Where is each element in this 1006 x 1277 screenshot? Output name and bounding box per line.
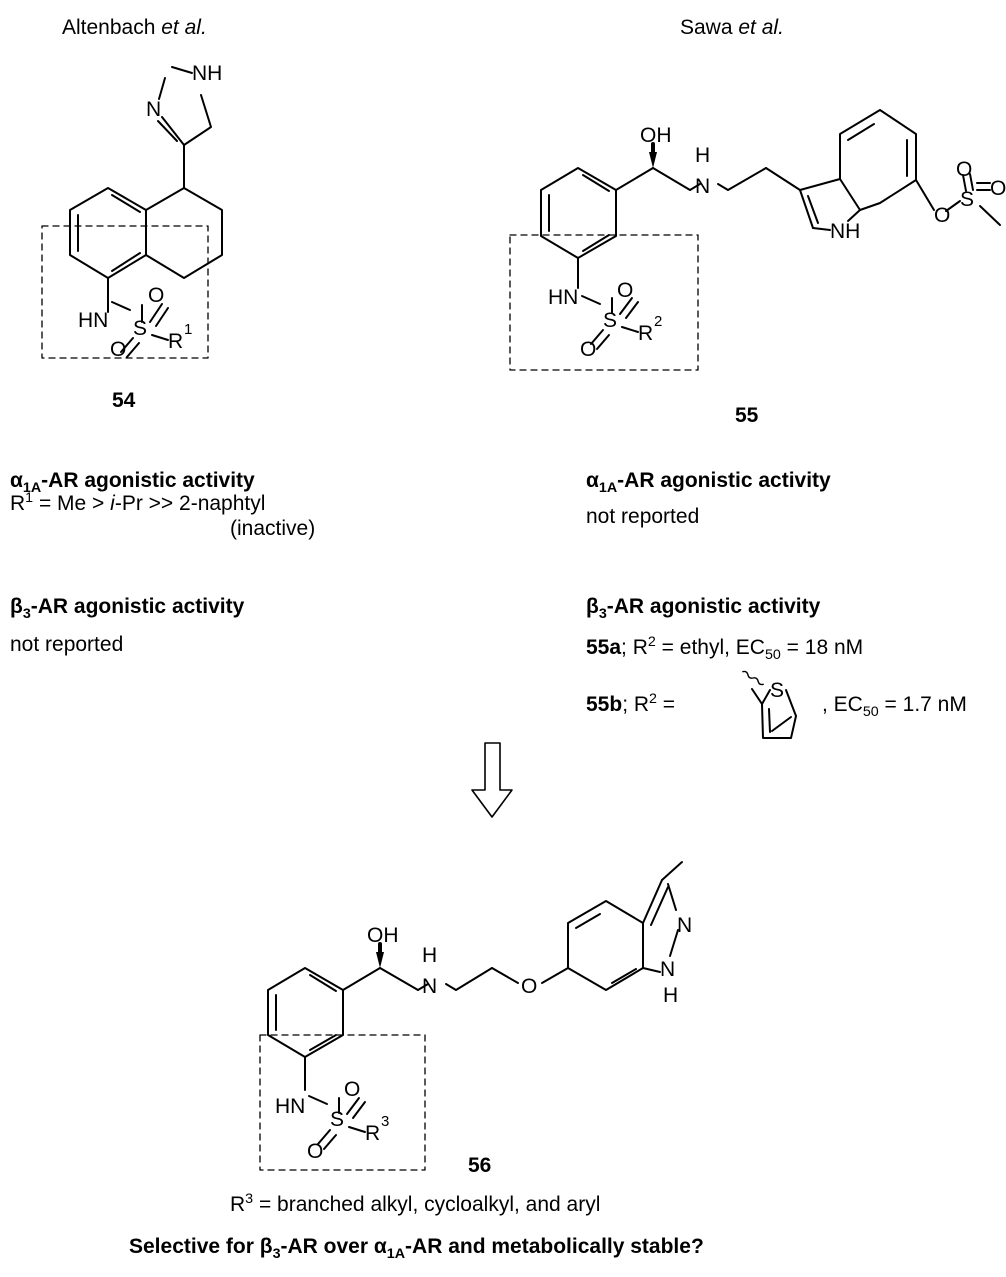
- atom-54-n: N: [146, 98, 161, 121]
- left-beta3-heading: β3-AR agonistic activity: [10, 595, 245, 623]
- atom-56-oh: OH: [367, 924, 399, 947]
- atom-56-hn: HN: [275, 1095, 305, 1118]
- compound-56-label: 56: [468, 1154, 492, 1177]
- atom-55-o-mesyl: O: [956, 158, 972, 181]
- atom-thiophene-s: S: [770, 679, 784, 702]
- right-beta3-heading: β3-AR agonistic activity: [586, 595, 821, 623]
- left-r1-sar: R1 = Me > i-Pr >> 2-naphtyl: [10, 490, 266, 515]
- left-inactive-note: (inactive): [230, 517, 316, 540]
- compound-55-label: 55: [735, 404, 759, 427]
- atom-55-o-mesyl-2: O: [990, 177, 1006, 200]
- line-55b-ec50: , EC50 = 1.7 nM: [822, 693, 967, 721]
- atom-54-nh: NH: [192, 62, 222, 85]
- left-beta3-value: not reported: [10, 633, 124, 656]
- atom-55-indole-nh: NH: [830, 220, 860, 243]
- atom-55-n: N: [695, 175, 710, 198]
- atom-56-n: N: [422, 975, 437, 998]
- thiophene-substituent: [742, 670, 797, 739]
- atom-56-r: R: [365, 1122, 380, 1145]
- atom-56-o-top: O: [344, 1078, 360, 1101]
- structure-56: [259, 861, 683, 1171]
- atom-55-s-mesyl: S: [960, 188, 974, 211]
- atom-56-nh: N: [660, 958, 675, 981]
- atom-54-r-index: 1: [184, 321, 192, 338]
- atom-55-oh: OH: [640, 124, 672, 147]
- right-alpha1a-heading: α1A-AR agonistic activity: [586, 469, 831, 497]
- atom-55-o-ester: O: [934, 204, 950, 227]
- atom-56-n-2: N: [677, 914, 692, 937]
- atom-56-h: H: [422, 944, 437, 967]
- atom-55-h: H: [695, 144, 710, 167]
- atom-56-r-index: 3: [381, 1113, 389, 1130]
- line-55b: 55b; R2 =: [586, 691, 676, 716]
- atom-56-o-ether: O: [521, 975, 537, 998]
- atom-55-s: S: [603, 309, 617, 332]
- compound-54-label: 54: [112, 389, 136, 412]
- r3-definition: R3 = branched alkyl, cycloalkyl, and ary…: [230, 1191, 601, 1216]
- atom-56-o-bottom: O: [307, 1140, 323, 1163]
- atom-56-s: S: [330, 1108, 344, 1131]
- atom-56-nh-h: H: [663, 984, 678, 1007]
- atom-55-hn: HN: [548, 286, 578, 309]
- down-arrow-icon: [471, 742, 513, 818]
- atom-54-r: R: [168, 330, 183, 353]
- atom-55-o-top: O: [617, 279, 633, 302]
- right-alpha1a-value: not reported: [586, 505, 700, 528]
- atom-labels: NH N HN O S O R 1 OH H N NH O S O O HN O…: [78, 62, 1006, 1163]
- atom-55-r: R: [638, 322, 653, 345]
- selectivity-question: Selective for β3-AR over α1A-AR and meta…: [129, 1235, 704, 1263]
- atom-55-o-bottom: O: [580, 338, 596, 361]
- author-sawa: Sawa et al.: [680, 16, 784, 39]
- atom-54-s: S: [133, 317, 147, 340]
- structure-55: [509, 109, 1001, 371]
- left-alpha1a-heading: α1A-AR agonistic activity: [10, 469, 255, 497]
- atom-54-o-bottom: O: [110, 338, 126, 361]
- structure-54: [41, 66, 223, 359]
- atom-55-r-index: 2: [654, 313, 662, 330]
- line-55a: 55a; R2 = ethyl, EC50 = 18 nM: [586, 634, 864, 664]
- atom-54-hn: HN: [78, 309, 108, 332]
- author-altenbach: Altenbach et al.: [62, 16, 207, 39]
- atom-54-o-top: O: [148, 284, 164, 307]
